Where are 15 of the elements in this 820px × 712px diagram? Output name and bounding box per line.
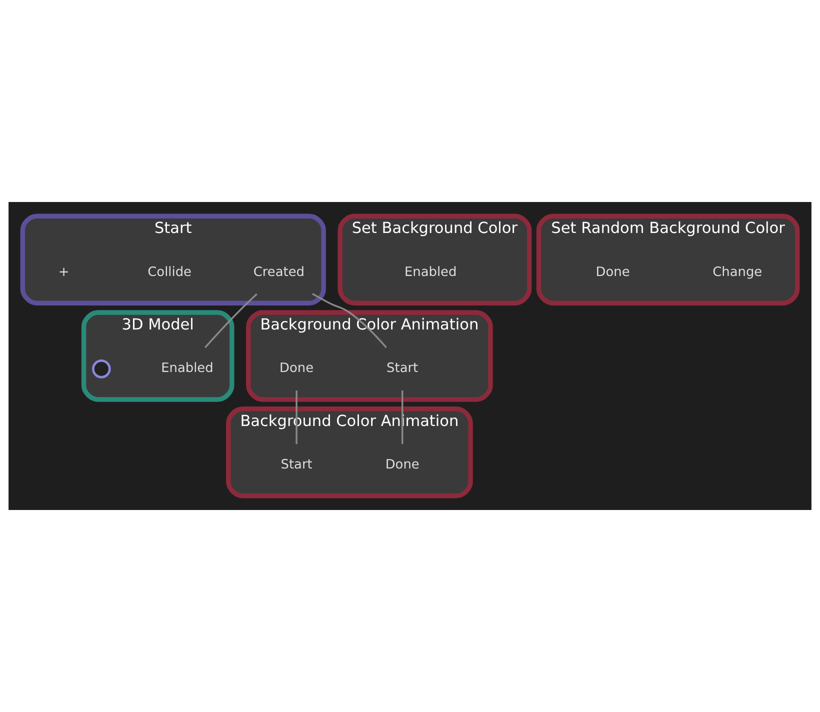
node-text: Created <box>253 264 304 280</box>
node-text: + <box>58 264 70 280</box>
node-text: Done <box>280 361 314 376</box>
node-circle <box>92 360 111 378</box>
node-text: Done <box>596 264 630 280</box>
node-text: Start <box>386 361 418 376</box>
node-text: Start <box>280 458 312 473</box>
node-text: Done <box>385 458 420 473</box>
node-text: Enabled <box>161 361 214 376</box>
connector <box>312 292 387 348</box>
node-text: Collide <box>148 264 192 280</box>
connector <box>296 390 298 444</box>
node-text: Change <box>712 264 762 280</box>
connector <box>401 390 404 444</box>
node-text: Enabled <box>404 264 457 280</box>
